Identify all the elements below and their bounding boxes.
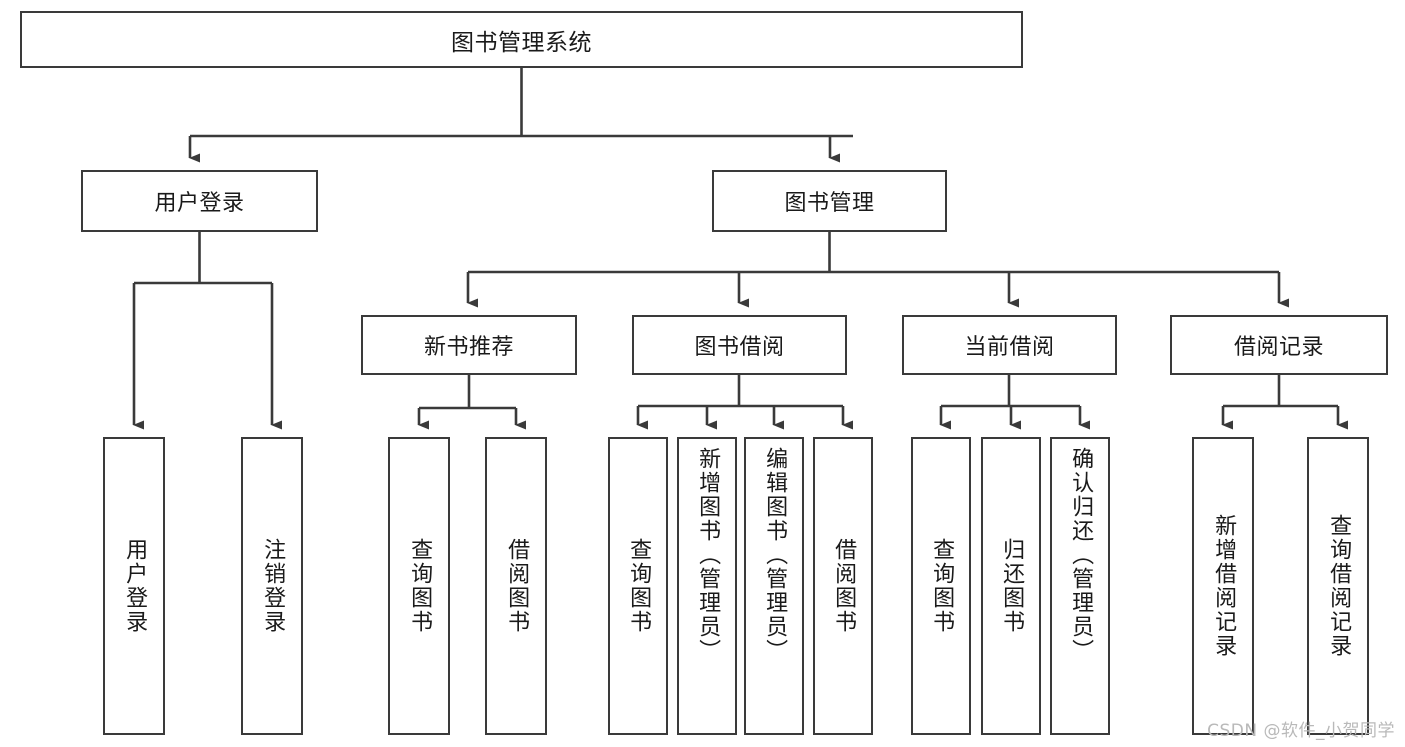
node-label: 注销登录 — [260, 538, 286, 634]
watermark: CSDN @软件_小贺同学 — [1207, 721, 1395, 741]
node-label: 查询图书 — [407, 538, 433, 634]
node-label: 用户登录 — [154, 191, 245, 216]
node-label: 借阅图书 — [831, 538, 857, 634]
node-label: 用户登录 — [122, 538, 148, 634]
node-book-manage[interactable]: 图书管理 — [712, 170, 947, 232]
node-leaf-query-book-rec[interactable]: 查询图书 — [388, 437, 450, 735]
node-label: 借阅图书 — [504, 538, 530, 634]
node-label: 图书管理系统 — [451, 29, 592, 56]
node-leaf-query-book-borrow[interactable]: 查询图书 — [608, 437, 668, 735]
node-label: 新书推荐 — [423, 335, 514, 360]
node-new-book-recommend[interactable]: 新书推荐 — [361, 315, 577, 375]
node-leaf-borrow-book-rec[interactable]: 借阅图书 — [485, 437, 547, 735]
node-leaf-edit-book[interactable]: 编辑图书（管理员） — [744, 437, 804, 735]
node-leaf-logout[interactable]: 注销登录 — [241, 437, 303, 735]
node-borrow-record[interactable]: 借阅记录 — [1170, 315, 1388, 375]
node-leaf-query-book-current[interactable]: 查询图书 — [911, 437, 971, 735]
node-user-login[interactable]: 用户登录 — [81, 170, 318, 232]
node-label: 查询图书 — [929, 538, 955, 634]
node-leaf-add-borrow-record[interactable]: 新增借阅记录 — [1192, 437, 1254, 735]
node-label: 编辑图书（管理员） — [762, 447, 788, 663]
node-leaf-confirm-return[interactable]: 确认归还（管理员） — [1050, 437, 1110, 735]
node-label: 新增图书（管理员） — [695, 447, 721, 663]
node-label: 查询借阅记录 — [1326, 514, 1352, 658]
node-label: 图书管理 — [784, 191, 875, 216]
node-leaf-user-login[interactable]: 用户登录 — [103, 437, 165, 735]
node-current-borrow[interactable]: 当前借阅 — [902, 315, 1117, 375]
node-label: 归还图书 — [999, 538, 1025, 634]
node-book-borrow[interactable]: 图书借阅 — [632, 315, 847, 375]
node-label: 查询图书 — [626, 538, 652, 634]
node-leaf-query-borrow-record[interactable]: 查询借阅记录 — [1307, 437, 1369, 735]
node-label: 图书借阅 — [694, 335, 785, 360]
node-label: 当前借阅 — [964, 335, 1055, 360]
node-leaf-borrow-book[interactable]: 借阅图书 — [813, 437, 873, 735]
node-root-system[interactable]: 图书管理系统 — [20, 11, 1023, 68]
node-leaf-return-book[interactable]: 归还图书 — [981, 437, 1041, 735]
node-label: 借阅记录 — [1233, 335, 1324, 360]
node-label: 确认归还（管理员） — [1068, 447, 1094, 663]
node-label: 新增借阅记录 — [1211, 514, 1237, 658]
node-leaf-add-book[interactable]: 新增图书（管理员） — [677, 437, 737, 735]
